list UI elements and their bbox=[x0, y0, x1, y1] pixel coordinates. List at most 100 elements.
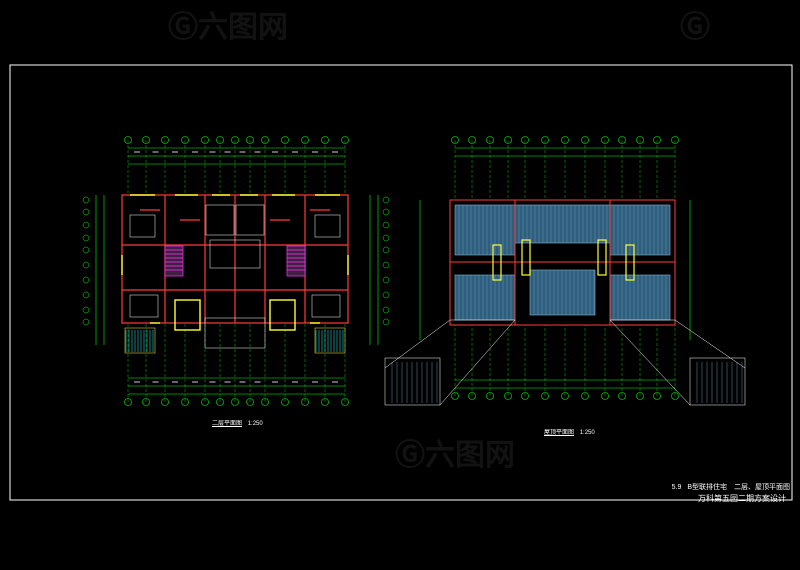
roof-axis-bubbles-top bbox=[451, 136, 679, 200]
axis-bubble bbox=[601, 136, 609, 144]
axis-bubble bbox=[82, 208, 90, 216]
roof-skylights bbox=[492, 239, 635, 281]
axis-bubble bbox=[341, 398, 349, 406]
title-block: 5.9 B型联排住宅 二层、屋顶平面图 bbox=[672, 482, 790, 492]
axis-bubble bbox=[181, 136, 189, 144]
axis-bubble bbox=[382, 276, 390, 284]
stairs bbox=[164, 245, 306, 277]
top-dimension-lines bbox=[95, 147, 379, 395]
axis-bubble bbox=[541, 136, 549, 144]
roof-axis-bubbles-bottom bbox=[451, 325, 679, 400]
axis-bubble bbox=[636, 392, 644, 400]
axis-bubble bbox=[161, 136, 169, 144]
axis-bubble bbox=[246, 136, 254, 144]
axis-bubbles-side bbox=[82, 196, 390, 326]
axis-bubble bbox=[261, 136, 269, 144]
axis-bubble bbox=[561, 136, 569, 144]
terrace-hatch bbox=[125, 330, 344, 352]
axis-bubble bbox=[382, 318, 390, 326]
axis-bubble bbox=[201, 136, 209, 144]
axis-bubble bbox=[82, 306, 90, 314]
detail-leader-lines bbox=[384, 319, 746, 406]
axis-bubble bbox=[561, 392, 569, 400]
axis-bubble bbox=[601, 392, 609, 400]
axis-bubble bbox=[382, 221, 390, 229]
axis-bubble bbox=[541, 392, 549, 400]
axis-bubble bbox=[581, 392, 589, 400]
axis-bubble bbox=[581, 136, 589, 144]
right-plan-title: 屋顶平面图 bbox=[544, 430, 575, 436]
windows bbox=[121, 194, 349, 331]
axis-bubble bbox=[301, 136, 309, 144]
roof-tile-lines bbox=[458, 205, 667, 320]
axis-bubble bbox=[216, 398, 224, 406]
axis-bubble bbox=[124, 398, 132, 406]
axis-bubble bbox=[341, 136, 349, 144]
project-title-row: 万科第五园二期方案设计 bbox=[698, 493, 786, 504]
exterior-walls bbox=[121, 194, 349, 324]
left-plan-scale: 1:250 bbox=[247, 421, 263, 427]
right-plan-caption: 屋顶平面图 1:250 bbox=[544, 427, 595, 436]
axis-bubble bbox=[261, 398, 269, 406]
axis-bubble bbox=[321, 136, 329, 144]
roof-dimension-lines bbox=[419, 147, 691, 389]
axis-bubble bbox=[231, 398, 239, 406]
terraces bbox=[124, 317, 346, 354]
project-title: 万科第五园二期方案设计 bbox=[698, 494, 786, 503]
axis-bubble bbox=[653, 392, 661, 400]
axis-bubble bbox=[618, 136, 626, 144]
left-plan-title: 二层平面图 bbox=[212, 421, 243, 427]
axis-bubble bbox=[142, 136, 150, 144]
axis-bubble bbox=[504, 136, 512, 144]
axis-bubble bbox=[216, 136, 224, 144]
right-plan-scale: 1:250 bbox=[579, 430, 595, 436]
axis-bubble bbox=[281, 136, 289, 144]
axis-bubble bbox=[82, 234, 90, 242]
axis-bubble bbox=[82, 221, 90, 229]
axis-bubble bbox=[382, 208, 390, 216]
axis-bubble bbox=[82, 196, 90, 204]
axis-bubble bbox=[451, 136, 459, 144]
axis-bubble bbox=[382, 196, 390, 204]
axis-bubble bbox=[82, 318, 90, 326]
axis-bubble bbox=[201, 398, 209, 406]
roof-plan bbox=[384, 136, 746, 406]
axis-bubble bbox=[618, 392, 626, 400]
axis-bubble bbox=[181, 398, 189, 406]
axis-bubble bbox=[468, 392, 476, 400]
axis-bubble bbox=[382, 246, 390, 254]
axis-bubble bbox=[142, 398, 150, 406]
axis-bubble bbox=[82, 261, 90, 269]
axis-bubble bbox=[382, 261, 390, 269]
axis-bubble bbox=[671, 392, 679, 400]
roof-outline bbox=[449, 199, 676, 326]
left-plan-caption: 二层平面图 1:250 bbox=[212, 418, 263, 427]
dimension-texts bbox=[134, 151, 338, 383]
axis-bubbles-top bbox=[124, 136, 349, 195]
detail-panel-hatch bbox=[391, 362, 743, 403]
roof-tiles bbox=[454, 204, 671, 321]
axis-bubble bbox=[301, 398, 309, 406]
axis-bubble bbox=[124, 136, 132, 144]
axis-bubble bbox=[382, 234, 390, 242]
axis-bubble bbox=[231, 136, 239, 144]
drawing-title: B型联排住宅 二层、屋顶平面图 bbox=[687, 484, 790, 491]
axis-bubble bbox=[486, 392, 494, 400]
axis-bubble bbox=[636, 136, 644, 144]
axis-bubble bbox=[82, 291, 90, 299]
axis-bubble bbox=[486, 136, 494, 144]
sheet-frame bbox=[9, 64, 793, 501]
axis-bubble bbox=[161, 398, 169, 406]
axis-bubble bbox=[382, 306, 390, 314]
axis-bubble bbox=[382, 291, 390, 299]
drawing-number: 5.9 bbox=[671, 484, 682, 491]
axis-bubble bbox=[468, 136, 476, 144]
second-floor-plan bbox=[82, 136, 390, 406]
axis-bubble bbox=[321, 398, 329, 406]
axis-bubble bbox=[521, 392, 529, 400]
axis-bubble bbox=[671, 136, 679, 144]
axis-bubble bbox=[521, 136, 529, 144]
axis-bubble bbox=[281, 398, 289, 406]
